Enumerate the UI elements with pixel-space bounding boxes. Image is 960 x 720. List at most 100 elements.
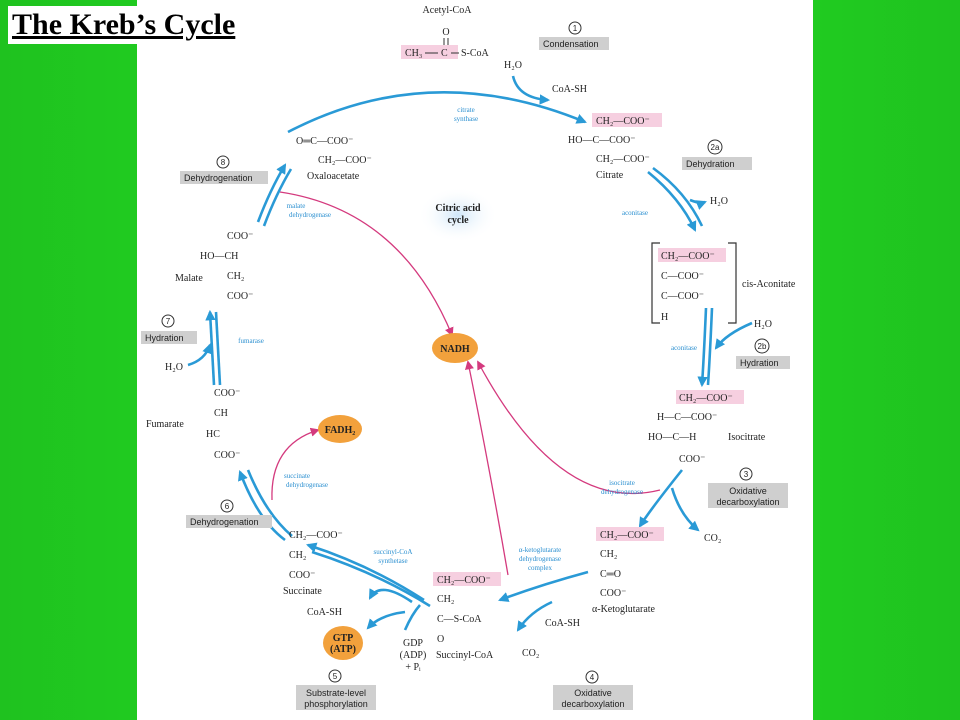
co2-step3: CO₂ (704, 533, 721, 544)
step-7: 7 Hydration (141, 314, 197, 344)
svg-text:H: H (661, 312, 668, 323)
svg-text:C: C (441, 48, 448, 59)
enzyme-succinate-dh-2: dehydrogenase (286, 481, 328, 489)
fadh2-oval (318, 415, 362, 443)
gtp-label-2: (ATP) (330, 644, 356, 655)
svg-text:CH₂: CH₂ (600, 549, 617, 560)
enzyme-akg-dh-3: complex (528, 564, 553, 572)
arrow-succinyl-to-succinate-1 (306, 542, 425, 602)
svg-text:1: 1 (573, 24, 578, 33)
svg-text:HO—CH: HO—CH (200, 251, 238, 262)
arrow-succinyl-to-succinate-2 (311, 550, 431, 608)
molecule-acetyl-coa: Acetyl-CoA O CH₃ C S-CoA (401, 5, 490, 59)
svg-text:COO⁻: COO⁻ (289, 570, 315, 581)
svg-text:CH₂: CH₂ (227, 271, 244, 282)
svg-text:5: 5 (333, 672, 338, 681)
svg-text:CH₂—COO⁻: CH₂—COO⁻ (596, 154, 650, 165)
enzyme-malate-dh-2: dehydrogenase (289, 211, 331, 219)
svg-text:COO⁻: COO⁻ (600, 588, 626, 599)
step-4: 4 Oxidative decarboxylation (553, 670, 633, 710)
arrow-co2-3 (670, 487, 700, 532)
arrow-succinate-to-fumarate-2 (246, 469, 293, 537)
svg-text:HC: HC (206, 429, 220, 440)
step-2b: 2b Hydration (736, 338, 790, 369)
enzyme-succinyl-synthetase-2: synthetase (378, 557, 407, 565)
h2o-step2a: H₂O (710, 196, 728, 207)
svg-text:S-CoA: S-CoA (461, 48, 490, 59)
gdp-label-2: (ADP) (400, 650, 427, 661)
arrow-coash-out (368, 588, 413, 604)
gtp-label-1: GTP (333, 633, 354, 644)
arrow-gdp-in (403, 604, 421, 631)
nadh-label: NADH (440, 344, 470, 355)
svg-text:O═C—COO⁻: O═C—COO⁻ (296, 136, 353, 147)
svg-text:COO⁻: COO⁻ (227, 291, 253, 302)
enzyme-succinate-dh-1: succinate (284, 472, 310, 480)
enzyme-isocitrate-dh-1: isocitrate (609, 479, 635, 487)
svg-text:CH₂—COO⁻: CH₂—COO⁻ (661, 251, 715, 262)
enzyme-malate-dh-1: malate (287, 202, 306, 210)
enzyme-aconitase-2: aconitase (671, 344, 697, 352)
svg-text:Succinate: Succinate (283, 586, 322, 597)
coash-step5: CoA-SH (307, 607, 342, 618)
molecule-isocitrate: CH₂—COO⁻ H—C—COO⁻ HO—C—H COO⁻ Isocitrate (648, 390, 766, 465)
svg-text:CH₂: CH₂ (437, 594, 454, 605)
nadh-oval (432, 333, 478, 363)
center-label-line2: cycle (447, 215, 469, 226)
step-1: 1 Condensation (539, 21, 609, 50)
svg-text:phosphorylation: phosphorylation (304, 699, 368, 709)
arrow-co2-4 (516, 600, 553, 632)
arrow-dehydration-1 (647, 170, 697, 232)
enzyme-isocitrate-dh-2: dehydrogenase (601, 488, 643, 496)
molecule-malate: COO⁻ HO—CH CH₂ COO⁻ Malate (175, 231, 253, 302)
h2o-step7: H₂O (165, 362, 183, 373)
step-6: 6 Dehydrogenation (186, 499, 272, 528)
fadh2-label: FADH₂ (325, 425, 356, 436)
enzyme-citrate-synthase-2: synthase (454, 115, 478, 123)
center-glow (418, 187, 498, 243)
enzyme-akg-dh-1: α-ketoglutarate (519, 546, 562, 554)
svg-text:decarboxylation: decarboxylation (716, 497, 779, 507)
h2o-step2b: H₂O (754, 319, 772, 330)
step-3: 3 Oxidative decarboxylation (708, 467, 788, 508)
arrow-succinate-to-fumarate-1 (238, 470, 286, 542)
svg-text:Acetyl-CoA: Acetyl-CoA (423, 5, 473, 16)
arrow-condensation (287, 91, 587, 134)
svg-text:C—COO⁻: C—COO⁻ (661, 271, 704, 282)
coash-step4: CoA-SH (545, 618, 580, 629)
svg-text:Dehydrogenation: Dehydrogenation (190, 517, 259, 527)
svg-text:CH₃: CH₃ (405, 48, 422, 59)
svg-text:7: 7 (166, 317, 171, 326)
arrow-h2o-in-7 (187, 343, 213, 367)
molecule-cis-aconitate: CH₂—COO⁻ C—COO⁻ C—COO⁻ H cis-Aconitate (651, 242, 796, 324)
svg-text:CH₂—COO⁻: CH₂—COO⁻ (679, 393, 733, 404)
molecule-succinyl-coa: CH₂—COO⁻ CH₂ C—S-CoA O Succinyl-CoA (433, 572, 501, 661)
gtp-oval (323, 626, 363, 660)
svg-text:HO—C—COO⁻: HO—C—COO⁻ (568, 135, 636, 146)
molecule-citrate: CH₂—COO⁻ HO—C—COO⁻ CH₂—COO⁻ Citrate (568, 113, 662, 181)
svg-text:COO⁻: COO⁻ (214, 388, 240, 399)
pink-arrow-isocitrate-nadh (477, 360, 661, 495)
svg-text:CH₂—COO⁻: CH₂—COO⁻ (600, 530, 654, 541)
step-5: 5 Substrate-level phosphorylation (296, 669, 376, 710)
svg-text:2a: 2a (711, 143, 720, 152)
svg-text:CH₂—COO⁻: CH₂—COO⁻ (437, 575, 491, 586)
svg-text:Hydration: Hydration (145, 333, 184, 343)
page-title: The Kreb’s Cycle (8, 6, 240, 44)
svg-text:COO⁻: COO⁻ (214, 450, 240, 461)
arrow-malate-to-oxaloacetate-1 (256, 163, 287, 223)
arrow-fumarate-to-malate-2 (214, 311, 222, 386)
arrow-malate-to-oxaloacetate-2 (262, 168, 293, 227)
arrow-gtp-out (366, 610, 406, 630)
svg-text:HO—C—H: HO—C—H (648, 432, 696, 443)
enzyme-akg-dh-2: dehydrogenase (519, 555, 561, 563)
molecule-succinate: CH₂—COO⁻ CH₂ COO⁻ Succinate (283, 530, 343, 597)
svg-text:8: 8 (221, 158, 226, 167)
molecule-fumarate: COO⁻ CH HC COO⁻ Fumarate (146, 388, 240, 461)
svg-text:cis-Aconitate: cis-Aconitate (742, 279, 796, 290)
coash-step1: CoA-SH (552, 84, 587, 95)
enzyme-fumarase: fumarase (238, 337, 264, 345)
molecule-oxaloacetate: O═C—COO⁻ CH₂—COO⁻ Oxaloacetate (296, 136, 372, 182)
co2-step4: CO₂ (522, 648, 539, 659)
